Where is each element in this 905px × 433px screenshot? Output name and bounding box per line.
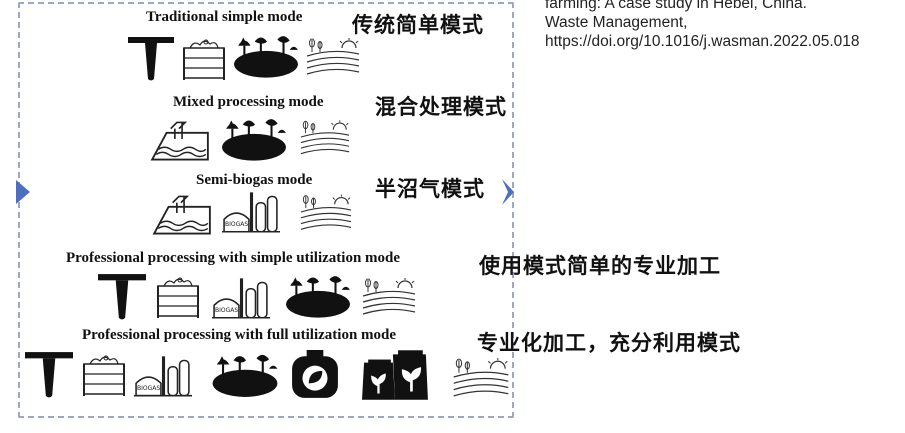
lagoon-icon: [148, 118, 212, 162]
mode-title-cn: 混合处理模式: [375, 95, 507, 119]
field-icon: [452, 356, 510, 398]
mode-title-cn: 传统简单模式: [352, 13, 484, 37]
field-icon: [362, 276, 416, 316]
mode-title-en: Semi-biogas mode: [196, 172, 313, 188]
left-arrow-icon: [16, 180, 30, 204]
lagoon-icon: [150, 192, 214, 236]
citation: farming: A case study in Hebei, China. W…: [545, 0, 860, 51]
scraper-icon: [95, 272, 149, 320]
mode-title-cn: 专业化加工，充分利用模式: [477, 331, 741, 355]
citation-line-1: farming: A case study in Hebei, China.: [545, 0, 807, 12]
citation-line-3: https://doi.org/10.1016/j.wasman.2022.05…: [545, 33, 860, 50]
field-icon: [300, 192, 352, 232]
pond-icon: [220, 116, 288, 162]
gas-cylinder-icon: [290, 350, 340, 400]
pond-icon: [284, 273, 352, 319]
mode-frame: [18, 2, 514, 418]
scraper-icon: [22, 350, 76, 398]
fertilizer-bags-icon: [362, 350, 430, 400]
mode-title-cn: 半沼气模式: [375, 177, 485, 201]
right-arrow-icon: [502, 179, 514, 205]
mode-title-en: Professional processing with simple util…: [66, 250, 401, 266]
field-icon: [300, 118, 350, 156]
mode-title-cn: 使用模式简单的专业加工: [479, 254, 721, 278]
citation-line-2: Waste Management,: [545, 14, 688, 31]
biogas-plant-icon: BIOGAS: [212, 274, 270, 320]
biogas-label: BIOGAS: [225, 221, 249, 228]
biogas-plant-icon: BIOGAS: [222, 188, 280, 234]
compost-bin-icon: [80, 352, 128, 396]
biogas-label: BIOGAS: [137, 385, 161, 392]
mode-title-en: Traditional simple mode: [146, 9, 303, 25]
field-icon: [306, 36, 360, 76]
biogas-plant-icon: BIOGAS: [134, 352, 192, 398]
scraper-icon: [125, 35, 177, 81]
pond-icon: [210, 352, 280, 398]
compost-bin-icon: [180, 36, 228, 80]
compost-bin-icon: [154, 274, 202, 318]
biogas-label: BIOGAS: [215, 307, 239, 314]
pond-icon: [232, 33, 300, 79]
mode-title-en: Mixed processing mode: [173, 94, 324, 110]
mode-title-en: Professional processing with full utiliz…: [82, 327, 397, 343]
